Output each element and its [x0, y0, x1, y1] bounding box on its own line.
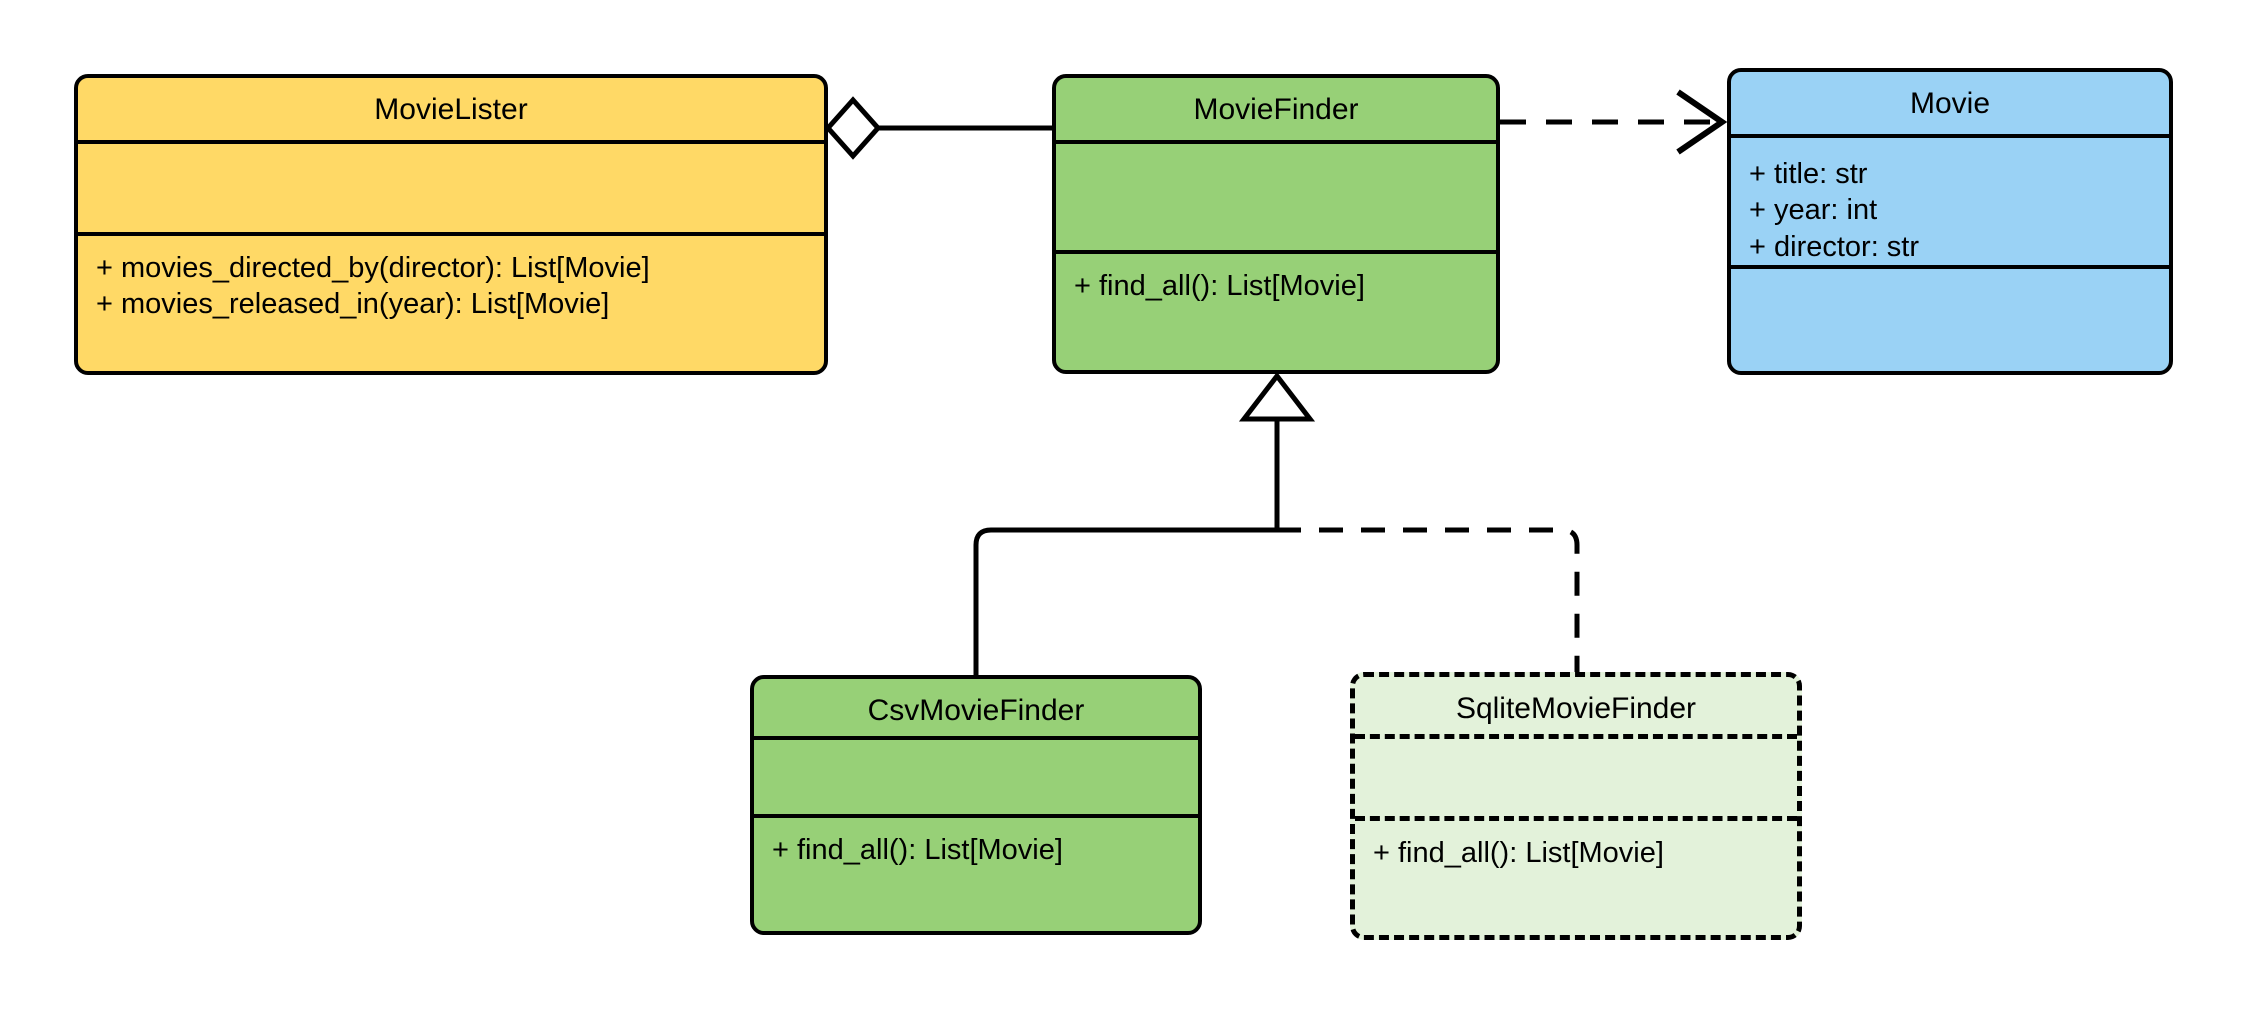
attribute-item: + director: str: [1749, 230, 1920, 263]
method-item: + movies_directed_by(director): List[Mov…: [96, 252, 650, 284]
method-item: + find_all(): List[Movie]: [1373, 837, 1664, 869]
method-item: + movies_released_in(year): List[Movie]: [96, 288, 610, 321]
class-name-label: MovieFinder: [1193, 93, 1359, 126]
methods-compartment: + find_all(): List[Movie]: [1355, 816, 1797, 935]
edge-generalization-sqlite-finder[interactable]: [1277, 527, 1580, 672]
method-item: + find_all(): List[Movie]: [772, 834, 1063, 866]
hollow-triangle-marker: [1238, 371, 1316, 422]
methods-compartment: [1731, 265, 2169, 371]
edge-dependency-finder-movie[interactable]: [1500, 89, 1728, 155]
edge-generalization-shared-riser[interactable]: [1238, 371, 1316, 530]
class-box-csv-movie-finder[interactable]: CsvMovieFinder + find_all(): List[Movie]: [750, 675, 1202, 935]
hollow-diamond-marker: [824, 96, 882, 160]
attribute-item: + year: int: [1749, 194, 1878, 227]
class-name-compartment: MovieFinder: [1056, 78, 1496, 140]
attributes-compartment: [1056, 140, 1496, 250]
methods-compartment: + movies_directed_by(director): List[Mov…: [78, 232, 824, 371]
methods-list: + find_all(): List[Movie]: [1355, 821, 1797, 871]
generalization-csv-path: [973, 527, 1277, 675]
methods-compartment: + find_all(): List[Movie]: [1056, 250, 1496, 370]
class-name-label: SqliteMovieFinder: [1455, 692, 1697, 725]
class-box-movie-lister[interactable]: MovieLister + movies_directed_by(directo…: [74, 74, 828, 375]
methods-list: + movies_directed_by(director): List[Mov…: [78, 236, 824, 323]
open-arrow-marker: [1676, 89, 1728, 155]
class-name-label: Movie: [1909, 87, 1991, 120]
attributes-list: + title: str + year: int + director: str: [1731, 138, 2169, 265]
generalization-sqlite-path: [1277, 527, 1580, 672]
class-name-compartment: Movie: [1731, 72, 2169, 134]
attributes-compartment: [78, 140, 824, 232]
class-box-movie[interactable]: Movie + title: str + year: int + directo…: [1727, 68, 2173, 375]
edge-generalization-csv-finder[interactable]: [973, 527, 1277, 675]
edge-aggregation-lister-finder[interactable]: [824, 96, 1052, 160]
class-name-compartment: CsvMovieFinder: [754, 679, 1198, 736]
class-name-compartment: SqliteMovieFinder: [1355, 677, 1797, 734]
attribute-item: + title: str: [1749, 158, 1868, 190]
class-name-compartment: MovieLister: [78, 78, 824, 140]
attributes-compartment: + title: str + year: int + director: str: [1731, 134, 2169, 265]
methods-compartment: + find_all(): List[Movie]: [754, 814, 1198, 931]
method-item: + find_all(): List[Movie]: [1074, 270, 1365, 302]
methods-list: + find_all(): List[Movie]: [754, 818, 1198, 868]
class-name-label: CsvMovieFinder: [867, 694, 1085, 727]
class-box-sqlite-movie-finder[interactable]: SqliteMovieFinder + find_all(): List[Mov…: [1350, 672, 1802, 940]
methods-list: + find_all(): List[Movie]: [1056, 254, 1496, 304]
attributes-compartment: [754, 736, 1198, 814]
class-name-label: MovieLister: [374, 93, 528, 126]
attributes-compartment: [1355, 734, 1797, 816]
class-box-movie-finder[interactable]: MovieFinder + find_all(): List[Movie]: [1052, 74, 1500, 374]
